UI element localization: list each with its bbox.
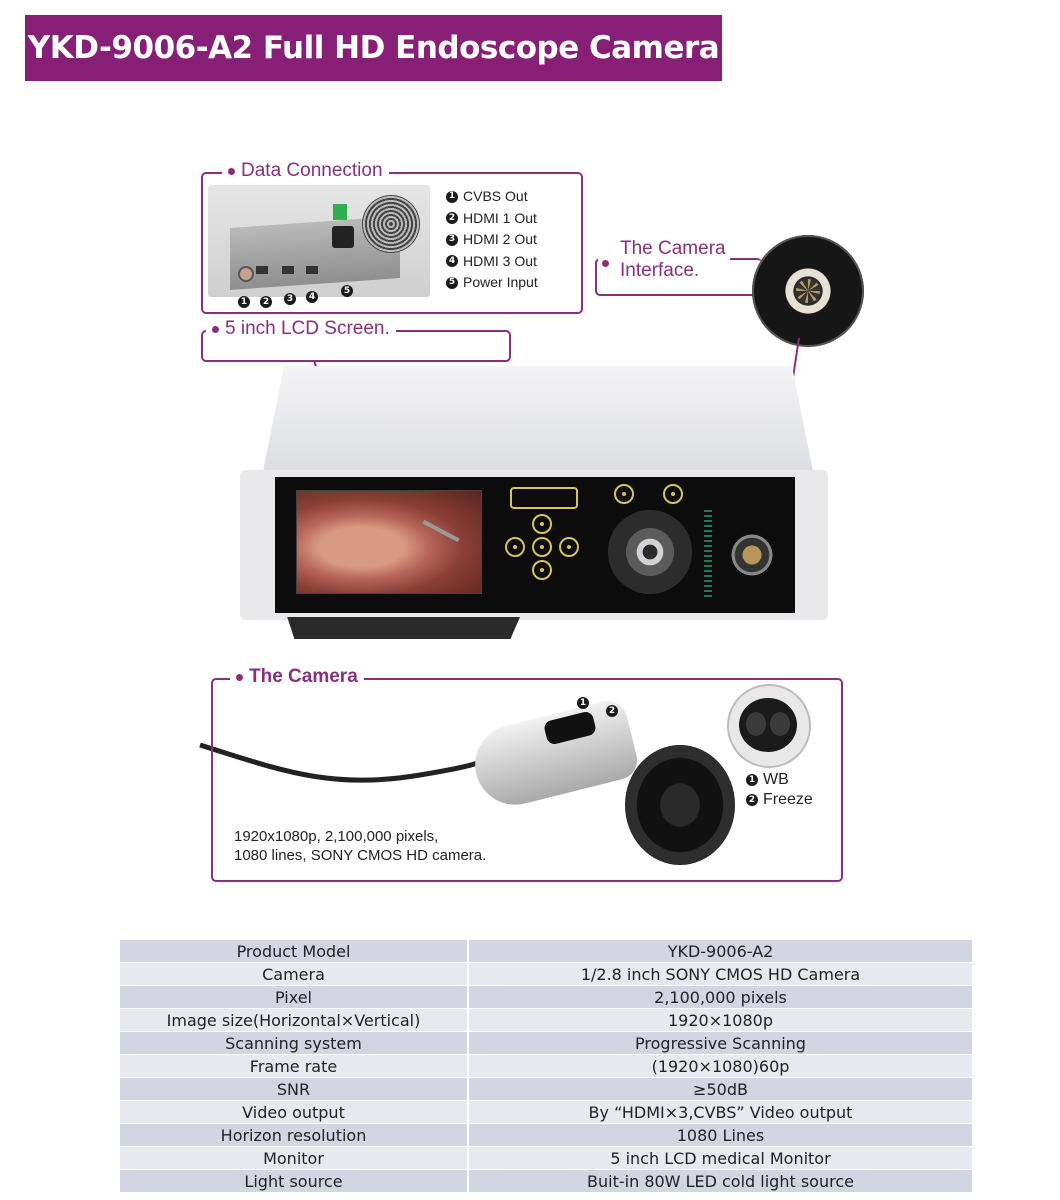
hdmi-port-icon (256, 266, 268, 274)
port-number: 1 (238, 291, 250, 309)
camera-socket-icon (730, 533, 774, 577)
fan-grille-icon (362, 195, 420, 253)
power-socket-icon (332, 226, 354, 248)
camera-interface-label: The Camera Interface. (598, 238, 730, 282)
data-connection-label: Data Connection (222, 160, 389, 182)
hdmi-port-icon (282, 266, 294, 274)
title-banner: YKD-9006-A2 Full HD Endoscope Camera (25, 15, 722, 81)
down-button-icon (532, 560, 552, 580)
lcd-label: 5 inch LCD Screen. (206, 318, 396, 340)
hdmi-port-icon (306, 266, 318, 274)
port-number: 2 (260, 291, 272, 309)
bullet-dot-icon (602, 260, 609, 267)
caption-line1: 1920x1080p, 2,100,000 pixels, (234, 828, 439, 845)
console-base (287, 617, 520, 639)
power-switch-icon (333, 204, 347, 220)
port-number: 5 (341, 280, 353, 298)
caption-line2: 1080 lines, SONY CMOS HD camera. (234, 847, 487, 864)
bullet-dot-icon (212, 325, 219, 333)
bullet-dot-icon (228, 167, 235, 175)
lcd-title: 5 inch LCD Screen. (225, 318, 390, 339)
level-indicator-icon (704, 510, 712, 600)
minus-button-icon (663, 484, 683, 504)
light-guide-socket-icon (608, 510, 692, 594)
bullet-dot-icon (236, 673, 243, 681)
table-row: Image size(Horizontal×Vertical)1920×1080… (120, 1008, 972, 1032)
table-row: SNR≥50dB (120, 1077, 972, 1101)
mode-indicator-icon (510, 487, 578, 509)
camera-coupler-image (625, 745, 735, 865)
port-number: 4 (306, 286, 318, 304)
table-row: Frame rate(1920×1080)60p (120, 1054, 972, 1078)
camera-interface-line1: The Camera (620, 238, 726, 259)
ok-button-icon (532, 537, 552, 557)
page-title: YKD-9006-A2 Full HD Endoscope Camera (27, 30, 720, 66)
camera-interface-closeup-icon (752, 235, 864, 347)
head-button-number: 1 (577, 692, 589, 710)
console-top-image (262, 366, 814, 476)
camera-callout (211, 678, 843, 882)
camera-caption: 1920x1080p, 2,100,000 pixels, 1080 lines… (234, 827, 486, 865)
head-button-number: 2 (606, 700, 618, 718)
camera-button-closeup-icon (727, 684, 811, 768)
port-number: 3 (284, 288, 296, 306)
plus-button-icon (614, 484, 634, 504)
up-button-icon (532, 514, 552, 534)
data-connection-title: Data Connection (241, 160, 383, 181)
right-button-icon (559, 537, 579, 557)
camera-interface-line2: Interface. (620, 260, 700, 281)
camera-label: The Camera (230, 666, 364, 688)
camera-title: The Camera (249, 666, 358, 687)
lcd-screen-image (296, 490, 482, 594)
cvbs-port-icon (238, 266, 254, 282)
left-button-icon (505, 537, 525, 557)
data-connection-callout (201, 172, 583, 314)
